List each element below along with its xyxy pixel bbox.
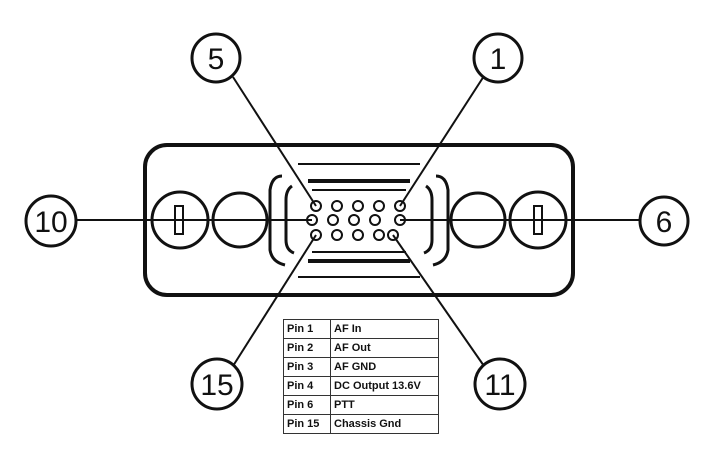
leader-lines — [75, 75, 640, 367]
callout-5: 5 — [190, 32, 242, 84]
pin-number-cell: Pin 15 — [283, 414, 331, 434]
table-row: Pin 1 AF In — [283, 319, 439, 339]
callout-1: 1 — [472, 32, 524, 84]
pin-number-cell: Pin 4 — [283, 376, 331, 396]
pin-function-cell: DC Output 13.6V — [330, 376, 439, 396]
pin-9 — [327, 214, 339, 226]
pin-function-cell: PTT — [330, 395, 439, 415]
svg-text:6: 6 — [656, 206, 673, 239]
leader-5 — [232, 76, 317, 207]
pin-function-cell: AF Out — [330, 338, 439, 358]
callout-11: 11 — [473, 357, 527, 411]
pin-row-1 — [310, 200, 406, 212]
table-row: Pin 3 AF GND — [283, 357, 439, 377]
pin-4 — [331, 200, 343, 212]
table-row: Pin 4 DC Output 13.6V — [283, 376, 439, 396]
pin-row-2 — [306, 214, 406, 226]
pin-14 — [331, 229, 343, 241]
leader-1 — [399, 75, 485, 207]
pin-12 — [373, 229, 385, 241]
table-row: Pin 15 Chassis Gnd — [283, 414, 439, 434]
pin-3 — [352, 200, 364, 212]
svg-text:10: 10 — [34, 206, 67, 239]
pin-number-cell: Pin 3 — [283, 357, 331, 377]
callout-10: 10 — [24, 194, 78, 248]
svg-text:1: 1 — [490, 43, 507, 76]
svg-text:11: 11 — [484, 369, 515, 402]
pin-number-cell: Pin 1 — [283, 319, 331, 339]
pin-function-cell: Chassis Gnd — [330, 414, 439, 434]
pin-row-3 — [310, 229, 399, 241]
pin-function-cell: AF GND — [330, 357, 439, 377]
svg-text:5: 5 — [208, 43, 225, 76]
pin-2 — [373, 200, 385, 212]
callout-15: 15 — [190, 357, 244, 411]
leader-15 — [232, 234, 317, 367]
pin-number-cell: Pin 2 — [283, 338, 331, 358]
pin-7 — [369, 214, 381, 226]
pin-8 — [348, 214, 360, 226]
pin-number-cell: Pin 6 — [283, 395, 331, 415]
pin-function-cell: AF In — [330, 319, 439, 339]
leader-11 — [392, 234, 485, 367]
svg-text:15: 15 — [200, 369, 233, 402]
table-row: Pin 6 PTT — [283, 395, 439, 415]
table-row: Pin 2 AF Out — [283, 338, 439, 358]
pin-function-table: Pin 1 AF In Pin 2 AF Out Pin 3 AF GND Pi… — [283, 319, 439, 434]
callout-6: 6 — [638, 195, 690, 247]
pin-13 — [352, 229, 364, 241]
